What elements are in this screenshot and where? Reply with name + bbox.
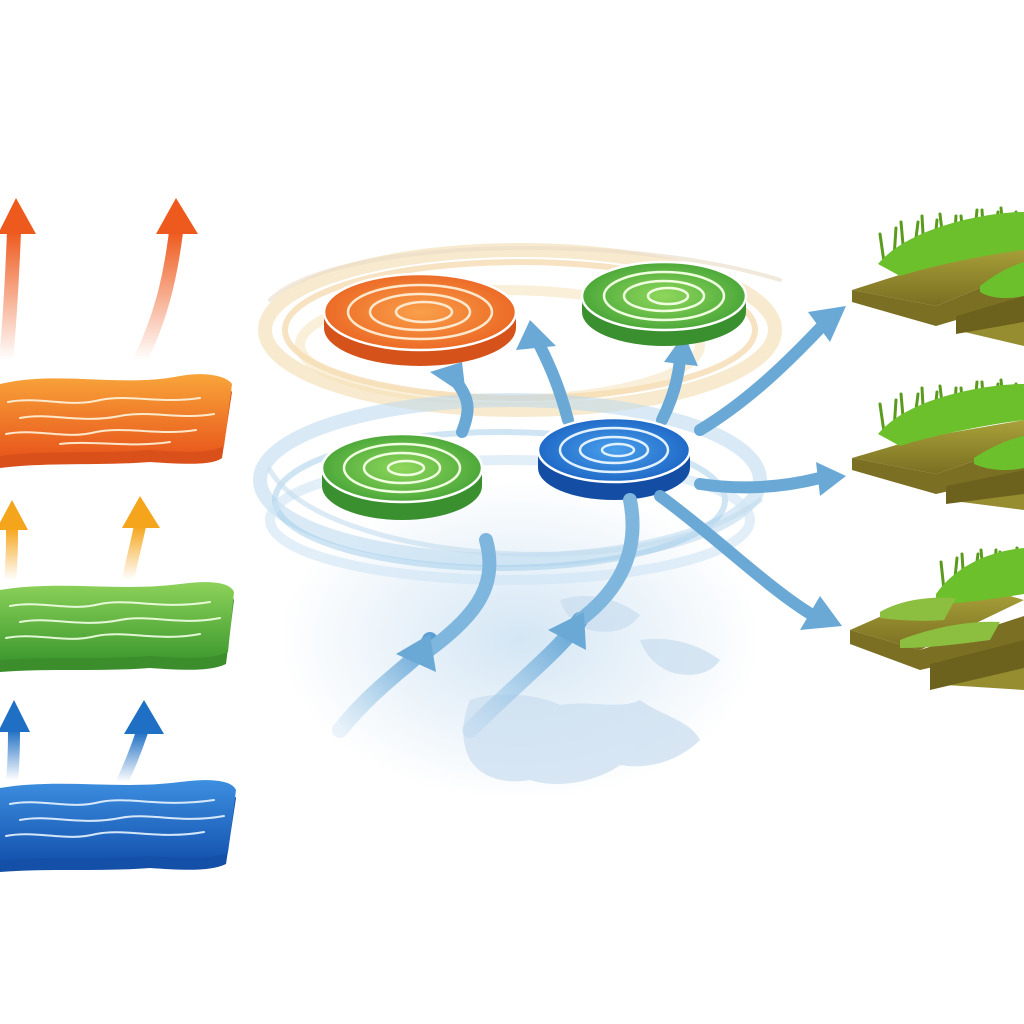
vortex-cluster: [253, 243, 846, 800]
rising-arrow-mid-1: [0, 500, 28, 586]
rising-arrow-cool-1: [0, 700, 30, 786]
rising-arrow-cool-2: [116, 700, 164, 788]
warm-layer-slab: [0, 374, 232, 468]
cool-layer-slab: [0, 780, 236, 872]
cool-halo-swirl: [253, 393, 767, 585]
outflow-arrow-down: [654, 490, 842, 630]
flow-arrow-up-2: [516, 320, 574, 426]
outflow-arrow-up: [694, 306, 846, 436]
grass-plot-icon: [852, 206, 1024, 346]
flow-arrow-up-3: [656, 334, 698, 426]
grass-plots: [850, 206, 1024, 690]
blue-disc-icon: [536, 416, 692, 500]
green-disc-icon: [580, 260, 748, 346]
rising-arrow-mid-2: [122, 496, 160, 586]
rising-arrow-warm-2: [133, 198, 198, 367]
green-disc-icon: [320, 432, 484, 520]
layer-stack: [0, 198, 236, 872]
mid-layer-slab: [0, 582, 234, 672]
outflow-arrow-mid: [694, 462, 846, 496]
inflow-arrow-1: [332, 533, 497, 738]
grass-plot-icon: [852, 378, 1024, 510]
flow-arrow-up-1: [430, 362, 474, 438]
rising-arrow-warm-1: [0, 198, 36, 367]
inflow-arrow-2: [462, 493, 640, 738]
orange-disc-icon: [322, 272, 518, 366]
grass-plot-icon: [850, 546, 1024, 690]
